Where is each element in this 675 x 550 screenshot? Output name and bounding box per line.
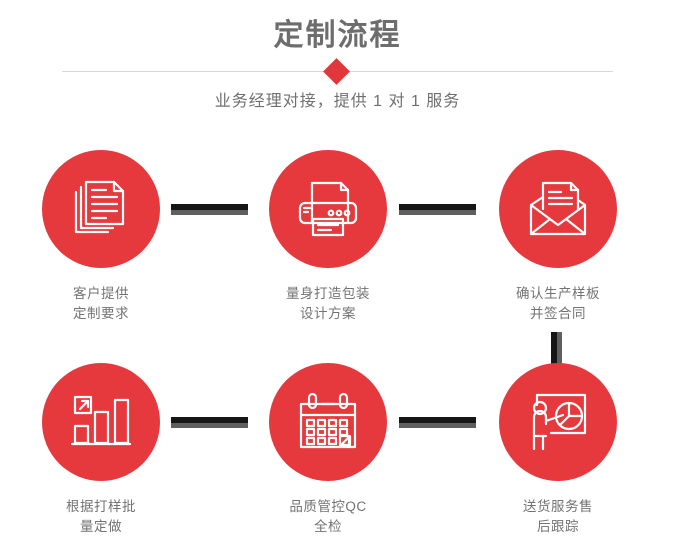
process-flow: 客户提供 定制要求 (0, 150, 675, 550)
step-5-label: 品质管控QC 全检 (289, 499, 367, 534)
connector-step2-step3 (399, 204, 476, 215)
connector-step4-step5 (171, 417, 248, 428)
page-title: 定制流程 (273, 19, 402, 52)
calendar-check-icon (297, 392, 359, 452)
step-1-label: 客户提供 定制要求 (73, 286, 129, 321)
connector-step1-step2 (171, 204, 248, 215)
process-step-1[interactable]: 客户提供 定制要求 (21, 150, 181, 324)
connector-bar-gray (399, 423, 476, 428)
connector-step5-step6 (399, 417, 476, 428)
connector-step3-step6 (551, 332, 562, 370)
connector-bar-dark (399, 417, 476, 423)
printer-icon (296, 178, 360, 240)
page-subtitle: 业务经理对接，提供 1 对 1 服务 (214, 93, 461, 110)
connector-bar-dark (171, 417, 248, 423)
step-4-icon-circle (42, 363, 160, 481)
connector-bar-dark (171, 204, 248, 210)
step-3-icon-circle (499, 150, 617, 268)
diamond-ornament-icon (323, 58, 350, 85)
step-1-icon-circle (42, 150, 160, 268)
process-step-6[interactable]: 送货服务售 后跟踪 (478, 363, 638, 537)
connector-bar-gray (171, 210, 248, 215)
process-step-2[interactable]: 量身打造包装 设计方案 (248, 150, 408, 324)
documents-stack-icon (70, 178, 132, 240)
step-2-label: 量身打造包装 设计方案 (286, 286, 370, 321)
process-step-4[interactable]: 根据打样批 量定做 (21, 363, 181, 537)
step-6-icon-circle (499, 363, 617, 481)
step-6-label: 送货服务售 后跟踪 (523, 499, 593, 534)
step-3-label: 确认生产样板 并签合同 (516, 286, 600, 321)
connector-bar-gray (171, 423, 248, 428)
envelope-letter-icon (526, 179, 590, 239)
step-4-label: 根据打样批 量定做 (66, 499, 136, 534)
connector-bar-gray (399, 210, 476, 215)
step-2-icon-circle (269, 150, 387, 268)
connector-bar-dark (399, 204, 476, 210)
presentation-pie-chart-icon (527, 391, 589, 453)
process-step-5[interactable]: 品质管控QC 全检 (248, 363, 408, 537)
process-step-3[interactable]: 确认生产样板 并签合同 (478, 150, 638, 324)
bar-chart-growth-icon (71, 393, 131, 451)
connector-bar-dark (551, 332, 557, 370)
connector-bar-gray (557, 332, 562, 370)
step-5-icon-circle (269, 363, 387, 481)
title-divider (62, 58, 613, 85)
